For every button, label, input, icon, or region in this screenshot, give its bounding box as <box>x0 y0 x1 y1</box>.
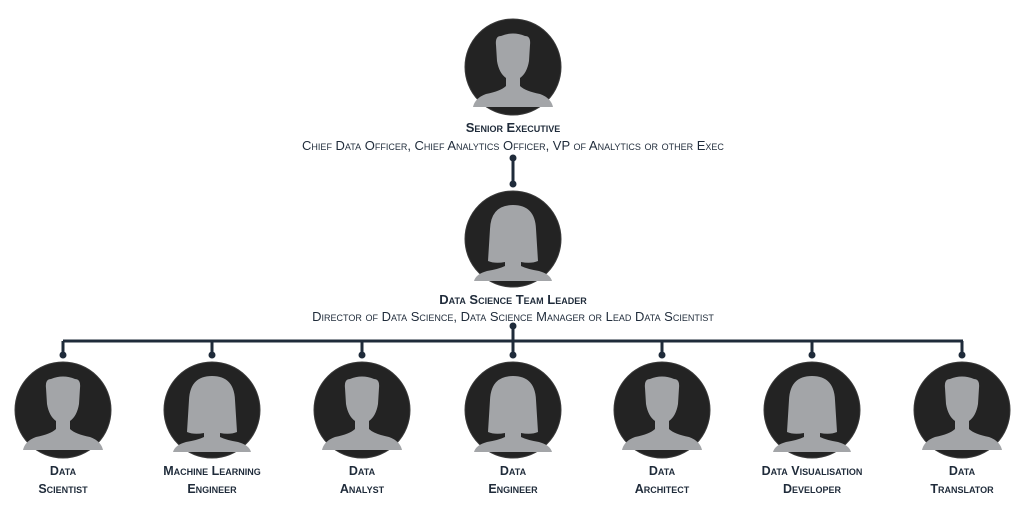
team-leader-node: Data Science Team Leader Director of Dat… <box>312 190 714 324</box>
connector-dot <box>958 351 966 359</box>
connectors <box>59 154 966 359</box>
female-avatar-icon <box>773 376 851 452</box>
team-member-title-line1: Machine Learning <box>163 464 261 478</box>
team-member-avatar <box>313 361 411 459</box>
connector-dot <box>509 154 517 162</box>
team-member-avatar <box>613 361 711 459</box>
team-member-avatar <box>464 361 562 459</box>
team-member-title-line2: Translator <box>930 482 994 496</box>
team-member-avatar <box>763 361 861 459</box>
team-member-title-line2: Architect <box>635 482 690 496</box>
team-member-title-line2: Engineer <box>187 482 237 496</box>
senior-executive-node: Senior Executive Chief Data Officer, Chi… <box>302 18 724 153</box>
connector-dot <box>208 351 216 359</box>
female-avatar-icon <box>474 376 552 452</box>
team-member-title-line2: Analyst <box>340 482 385 496</box>
female-avatar-icon <box>474 205 552 281</box>
team-member-title-line1: Data Visualisation <box>762 464 863 478</box>
team-member-title-line1: Data <box>50 464 77 478</box>
connector-dot <box>509 180 517 188</box>
male-avatar-icon <box>473 33 553 107</box>
connector-dot <box>808 351 816 359</box>
team-leader-avatar <box>464 190 562 288</box>
team-member-avatar <box>163 361 261 459</box>
team-member-title-line1: Data <box>349 464 376 478</box>
senior-executive-title: Senior Executive <box>466 120 560 135</box>
connector-dot <box>509 351 517 359</box>
team-member-avatar <box>14 361 112 459</box>
team-member-title-line1: Data <box>649 464 676 478</box>
team-member-avatar <box>913 361 1011 459</box>
senior-executive-avatar <box>464 18 562 116</box>
senior-executive-subtitle: Chief Data Officer, Chief Analytics Offi… <box>302 138 724 153</box>
team-member-title-line2: Engineer <box>488 482 538 496</box>
team-member-title-line2: Scientist <box>38 482 88 496</box>
team-member-title-line2: Developer <box>783 482 842 496</box>
team-leader-subtitle: Director of Data Science, Data Science M… <box>312 309 714 324</box>
male-avatar-icon <box>322 376 402 450</box>
team-member-title-line1: Data <box>949 464 976 478</box>
connector-dot <box>358 351 366 359</box>
connector-dot <box>59 351 67 359</box>
connector-dot <box>658 351 666 359</box>
team-leader-title: Data Science Team Leader <box>439 292 587 307</box>
male-avatar-icon <box>922 376 1002 450</box>
male-avatar-icon <box>23 376 103 450</box>
male-avatar-icon <box>622 376 702 450</box>
connector-dot <box>509 322 517 330</box>
team-drops <box>59 341 966 359</box>
female-avatar-icon <box>173 376 251 452</box>
team-member-title-line1: Data <box>500 464 527 478</box>
